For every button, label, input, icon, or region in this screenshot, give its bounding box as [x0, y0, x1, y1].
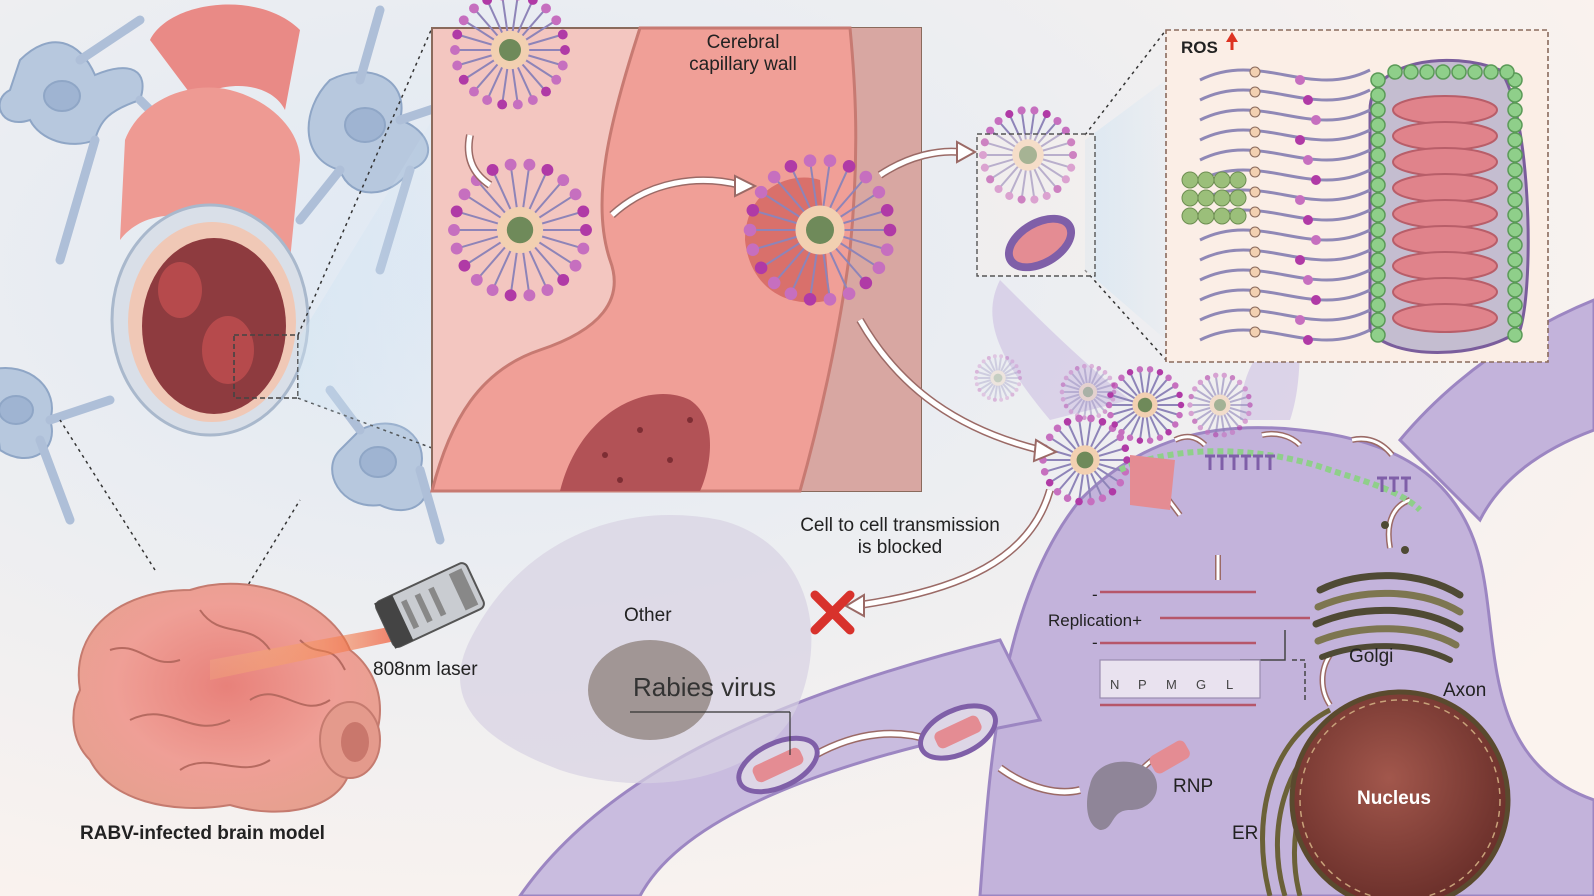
block-x: [810, 590, 855, 635]
other-cell: [460, 515, 812, 784]
minus-sign-top: -: [1092, 585, 1098, 604]
ros-label: ROS: [1181, 38, 1218, 57]
nanoparticle: [1187, 372, 1253, 438]
minus-sign-bottom: -: [1092, 633, 1098, 652]
er-label: ER: [1232, 823, 1259, 844]
nucleus-label: Nucleus: [1357, 788, 1431, 809]
nanoparticle: [1105, 366, 1185, 444]
laser-label: 808nm laser: [373, 659, 478, 680]
nanoparticle: [448, 158, 592, 302]
rnp-label: RNP: [1173, 776, 1214, 797]
nucleus-er: [1260, 689, 1511, 896]
nanoparticle: [1059, 363, 1117, 421]
capillary-inset: [430, 26, 922, 493]
nanoparticle: [743, 154, 897, 306]
golgi-label: Golgi: [1349, 646, 1394, 667]
gene-p: P: [1138, 677, 1147, 692]
nanoparticles: [448, 0, 1253, 506]
gene-box: [1099, 659, 1261, 699]
small-virion: [1004, 214, 1076, 272]
virion-membrane: [1370, 64, 1523, 343]
budding-virions: [1118, 448, 1423, 513]
gene-m: M: [1166, 677, 1177, 692]
zoom-cone: [298, 120, 432, 450]
nanoparticle: [450, 0, 570, 110]
axon-label: Axon: [1443, 680, 1487, 701]
zoom-cone-right: [1085, 80, 1166, 340]
nanoparticle: [1039, 414, 1131, 506]
ros-inset: [1165, 29, 1549, 363]
transmission-blocked-label: Cell to cell transmission is blocked: [800, 515, 1000, 558]
rna-strands: [1100, 590, 1310, 707]
polymer-strands: [1181, 66, 1371, 345]
other-cell-label: Other: [624, 605, 672, 626]
gene-l: L: [1226, 677, 1234, 692]
capillary-wall-label: Cerebral capillary wall: [689, 32, 797, 75]
blood-vessel: [110, 4, 310, 437]
laser-objective-icon: [374, 562, 485, 649]
virion-coil: [1392, 95, 1498, 333]
nanoparticle: [974, 354, 1022, 402]
virus-entry: [736, 703, 1190, 830]
nanoparticle: [978, 106, 1078, 204]
brain-model-label: RABV-infected brain model: [80, 823, 325, 844]
brain-model: [72, 582, 400, 813]
replication-label: Replication+: [1048, 611, 1143, 630]
gene-g: G: [1196, 677, 1207, 692]
golgi: [1312, 521, 1464, 663]
rabies-virus-label: Rabies virus: [633, 672, 777, 702]
gene-n: N: [1110, 677, 1120, 692]
